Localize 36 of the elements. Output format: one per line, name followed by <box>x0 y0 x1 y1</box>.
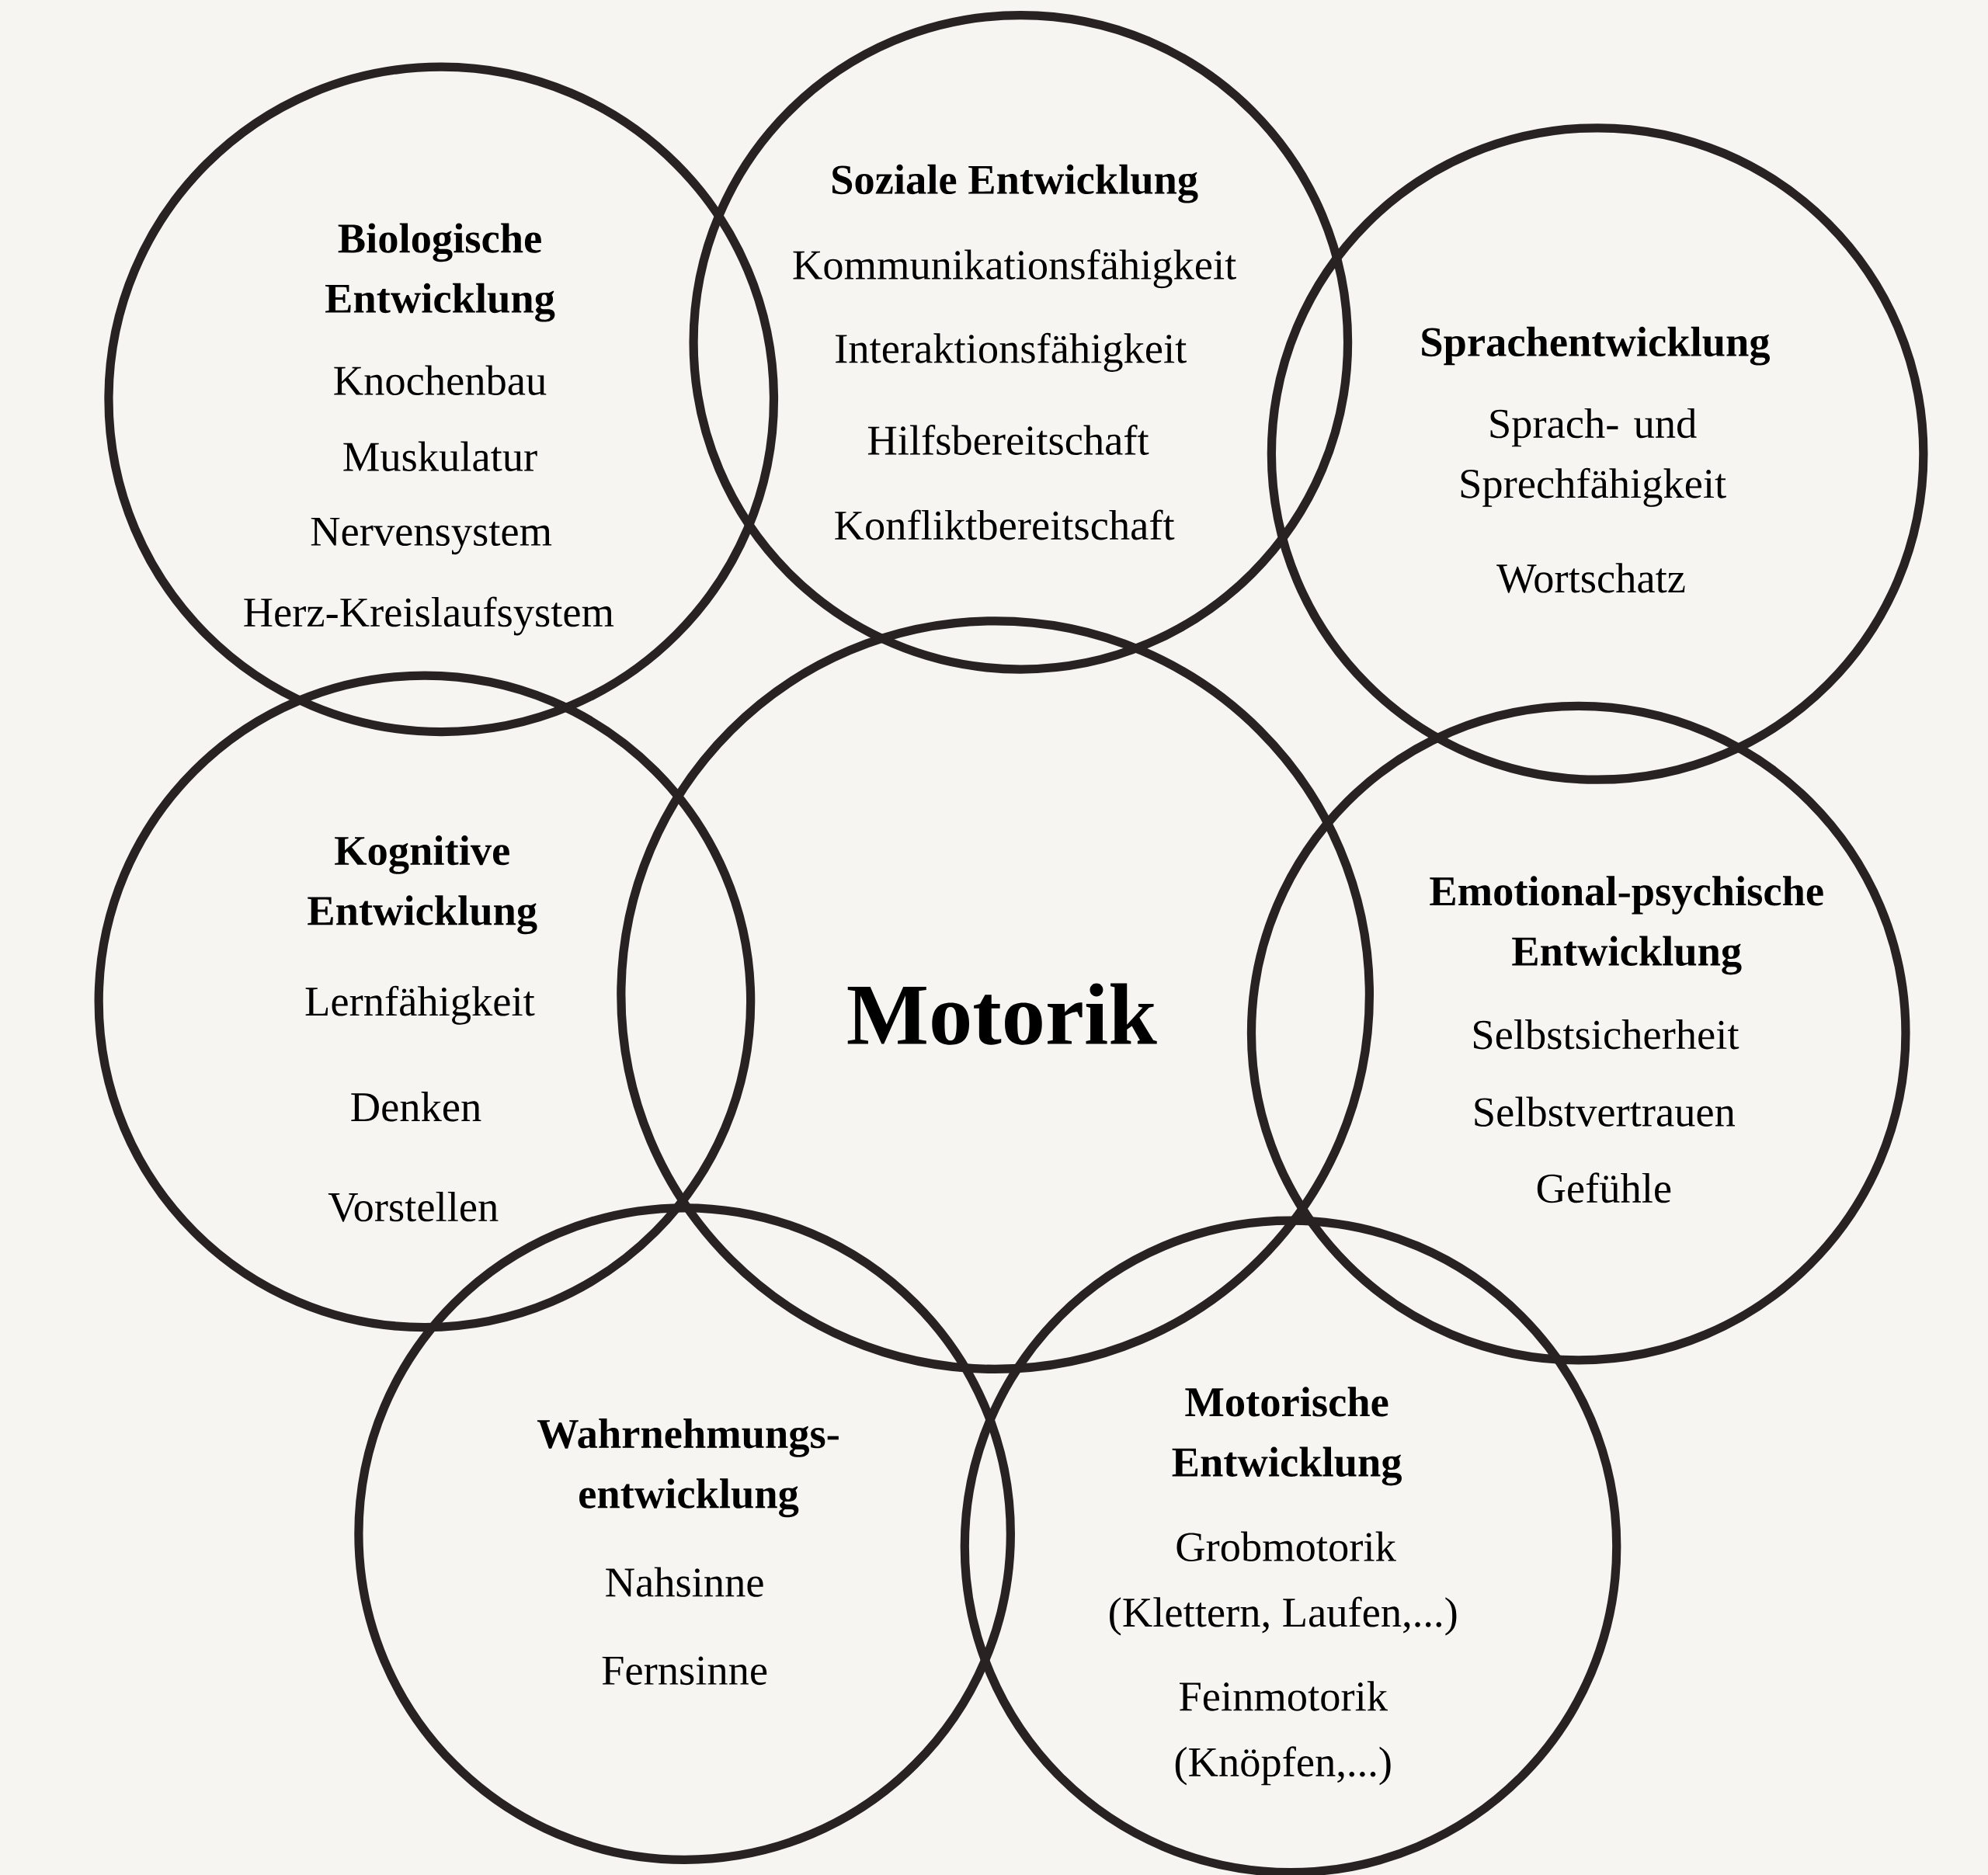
venn-circle <box>104 62 779 737</box>
item-text: Konfliktbereitschaft <box>835 509 1175 540</box>
item-text: Denken <box>351 1092 481 1122</box>
venn-circle <box>94 671 756 1332</box>
circle-heading: Soziale Entwicklung <box>832 164 1198 203</box>
item-text: Grobmotorik <box>1176 1531 1396 1561</box>
item-text: Selbstvertrauen <box>1475 1096 1736 1127</box>
venn-circle <box>1246 701 1910 1365</box>
item-text: (Klettern, Laufen,...) <box>1110 1596 1457 1636</box>
circle-heading: Wahrnehmungs-entwicklung <box>537 1418 839 1518</box>
item-text: Feinmotorik <box>1180 1681 1388 1711</box>
item-text: Herz-Kreislaufsystem <box>244 596 614 636</box>
center-title: Motorik <box>847 983 1157 1045</box>
item-text: (Knöpfen,...) <box>1175 1746 1391 1786</box>
circle-heading: Emotional-psychische Entwicklung <box>1430 876 1823 975</box>
item-text: Sprach- und Sprechfähigkeit <box>1461 408 1726 507</box>
item-text: Lernfähigkeit <box>305 985 535 1025</box>
venn-circle <box>617 616 1375 1373</box>
item-text: Knochenbau <box>334 365 547 395</box>
item-text: Nahsinne <box>606 1567 763 1597</box>
item-text: Interaktionsfähigkeit <box>836 332 1187 372</box>
circle-heading: Kognitive Entwicklung <box>308 835 537 935</box>
item-text: Kommunikationsfähigkeit <box>793 249 1236 289</box>
item-text: Selbstsicherheit <box>1474 1019 1740 1050</box>
item-text: Nervensystem <box>311 517 552 555</box>
item-text: Vorstellen <box>328 1191 499 1222</box>
venn-circle <box>689 10 1353 674</box>
item-text: Hilfsbereitschaft <box>867 425 1149 455</box>
item-text: Wortschatz <box>1496 563 1685 593</box>
circle-heading: Sprachentwicklung <box>1422 326 1770 366</box>
circle-heading: Motorische Entwicklung <box>1172 1387 1402 1486</box>
circle-heading: Biologische Entwicklung <box>325 223 555 322</box>
item-text: Muskulatur <box>343 441 537 471</box>
item-text: Fernsinne <box>602 1656 767 1686</box>
venn-circle <box>1267 123 1928 784</box>
item-text: Gefühle <box>1537 1172 1671 1203</box>
